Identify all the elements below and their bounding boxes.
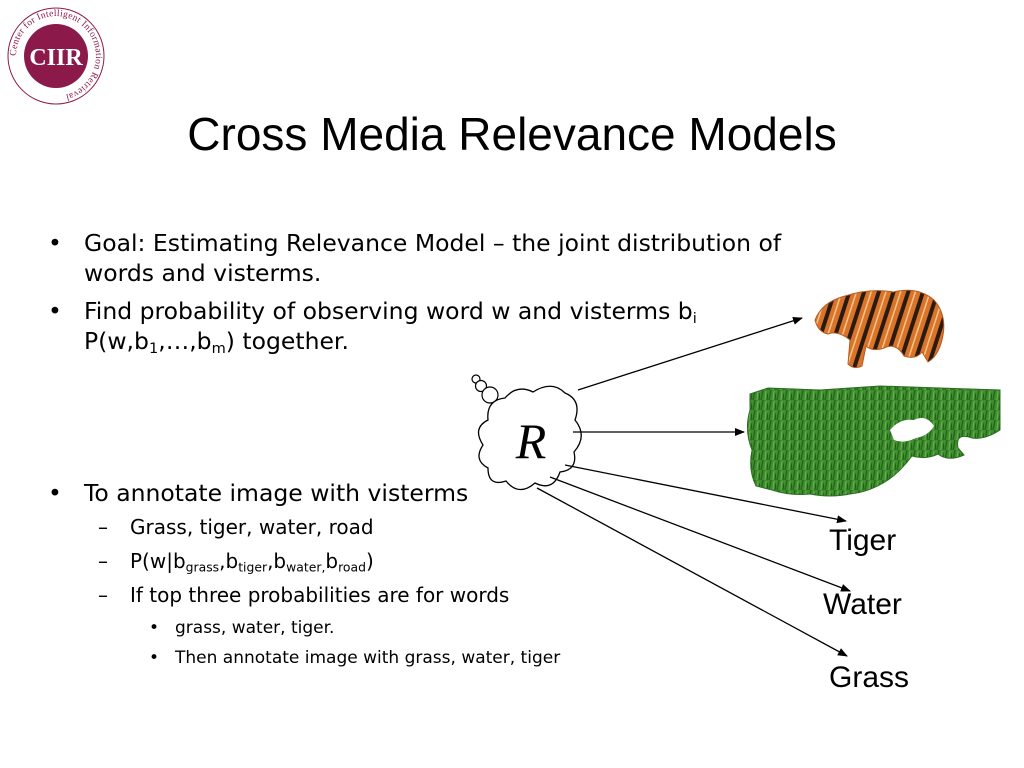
find-line-1: Find probability of observing word w and… — [84, 297, 697, 328]
arrow-to-tiger-image — [577, 316, 803, 391]
tiger-region-image — [814, 289, 945, 369]
sub-sub-item-then: • Then annotate image with grass, water,… — [149, 648, 561, 668]
sub-item-probability: – P(w|bgrass,btiger,bwater,broad) — [98, 549, 374, 575]
logo-text: CIIR — [29, 45, 83, 71]
grass-region-hole — [890, 418, 934, 442]
bullet-marker: • — [48, 297, 62, 325]
sub-item-top-three: – If top three probabilities are for wor… — [98, 583, 510, 607]
relevance-model-symbol: R — [515, 413, 547, 469]
label-tiger: Tiger — [829, 524, 897, 557]
thought-bubble: R — [471, 374, 582, 491]
arrow-to-tiger-label — [564, 464, 847, 524]
bullet-find: • Find probability of observing word w a… — [48, 296, 844, 358]
goal-line-2: words and visterms. — [84, 259, 322, 287]
ciir-logo: Center for Intelligent Information Retri… — [7, 7, 105, 105]
annotate-line: To annotate image with visterms — [84, 479, 469, 507]
bullet-marker: • — [48, 229, 62, 257]
bullet-annotate: • To annotate image with visterms — [48, 478, 844, 508]
goal-line-1: Goal: Estimating Relevance Model – the j… — [84, 229, 782, 257]
arrow-to-grass-label — [536, 487, 848, 657]
sub-item-list: – Grass, tiger, water, road — [98, 515, 374, 539]
find-line-2: P(w,b1,…,bm) together. — [84, 327, 349, 358]
grass-region-image — [746, 385, 1001, 497]
slide-title: Cross Media Relevance Models — [187, 108, 837, 160]
bullet-goal: • Goal: Estimating Relevance Model – the… — [48, 228, 844, 288]
label-water: Water — [823, 588, 902, 621]
sub-sub-item-words: • grass, water, tiger. — [149, 618, 335, 638]
bullet-marker: • — [48, 479, 62, 507]
label-grass: Grass — [829, 661, 910, 694]
arrow-to-water-label — [549, 476, 851, 592]
